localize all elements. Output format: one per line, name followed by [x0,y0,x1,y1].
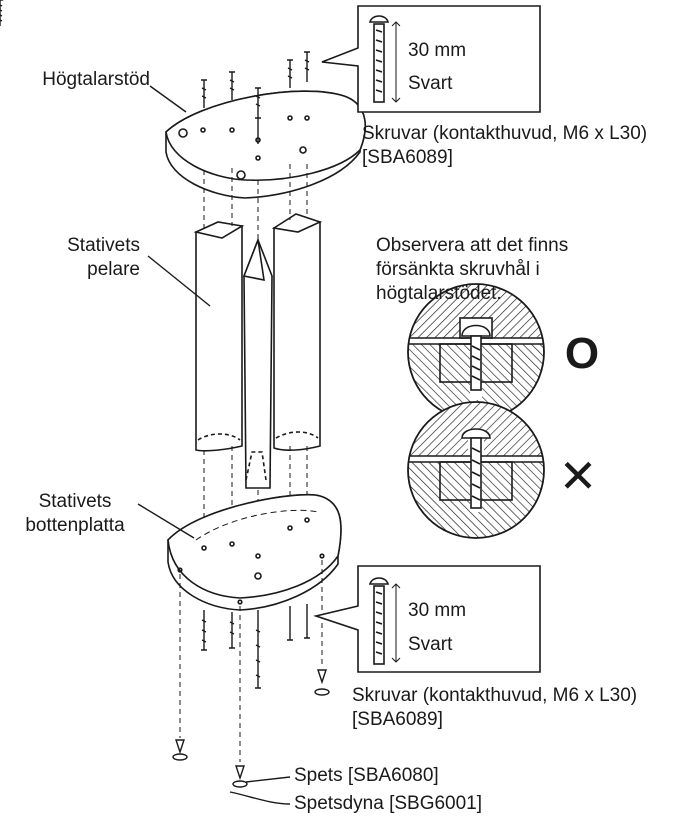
leader-lines [137,85,291,805]
label-stand-base-line1: Stativets [38,491,112,512]
callout-top-length: 30 mm [408,40,466,61]
callout-top-caption-line2: [SBA6089] [362,147,453,168]
callout-bottom-length: 30 mm [408,600,466,621]
bottom-screws [201,604,310,689]
label-stand-base: Stativets bottenplatta [10,490,140,538]
label-stand-pillar: Stativets pelare [10,234,140,282]
stand-pillars [193,213,323,489]
callout-bottom-caption-line2: [SBA6089] [352,709,443,730]
callout-bottom-color: Svart [408,634,453,655]
callout-top-caption: Skruvar (kontakthuvud, M6 x L30) [SBA608… [362,122,647,170]
label-stand-pillar-line1: Stativets [67,235,140,256]
stand-base-plate [167,493,342,611]
label-spike-pad: Spetsdyna [SBG6001] [294,793,483,814]
callout-bottom-caption: Skruvar (kontakthuvud, M6 x L30) [SBA608… [352,684,637,732]
label-spike: Spets [SBA6080] [294,765,439,786]
countersink-note-line3: högtalarstödet. [376,283,502,304]
countersink-note-line1: Observera att det finns [376,235,569,256]
countersink-note-line2: försänkta skruvhål i [376,259,540,280]
callout-top-color: Svart [408,73,453,94]
top-screws [0,0,4,26]
correct-mark: O [565,329,599,378]
callout-bottom-caption-line1: Skruvar (kontakthuvud, M6 x L30) [352,685,638,706]
label-speaker-stand: Högtalarstöd [42,69,150,90]
top-screw-shafts [201,51,310,144]
callout-top-box [321,5,541,113]
wrong-mark: ✕ [559,449,598,503]
countersink-wrong-section [407,401,545,539]
countersink-note: Observera att det finns försänkta skruvh… [376,234,568,306]
spikes-and-pads [172,669,330,788]
callout-top-caption-line1: Skruvar (kontakthuvud, M6 x L30) [362,123,648,144]
alignment-guides-bottom [179,560,323,762]
label-stand-base-line2: bottenplatta [25,515,125,536]
label-stand-pillar-line2: pelare [87,259,140,280]
speaker-stand-plate [165,90,366,199]
callout-bottom-box [313,565,541,673]
